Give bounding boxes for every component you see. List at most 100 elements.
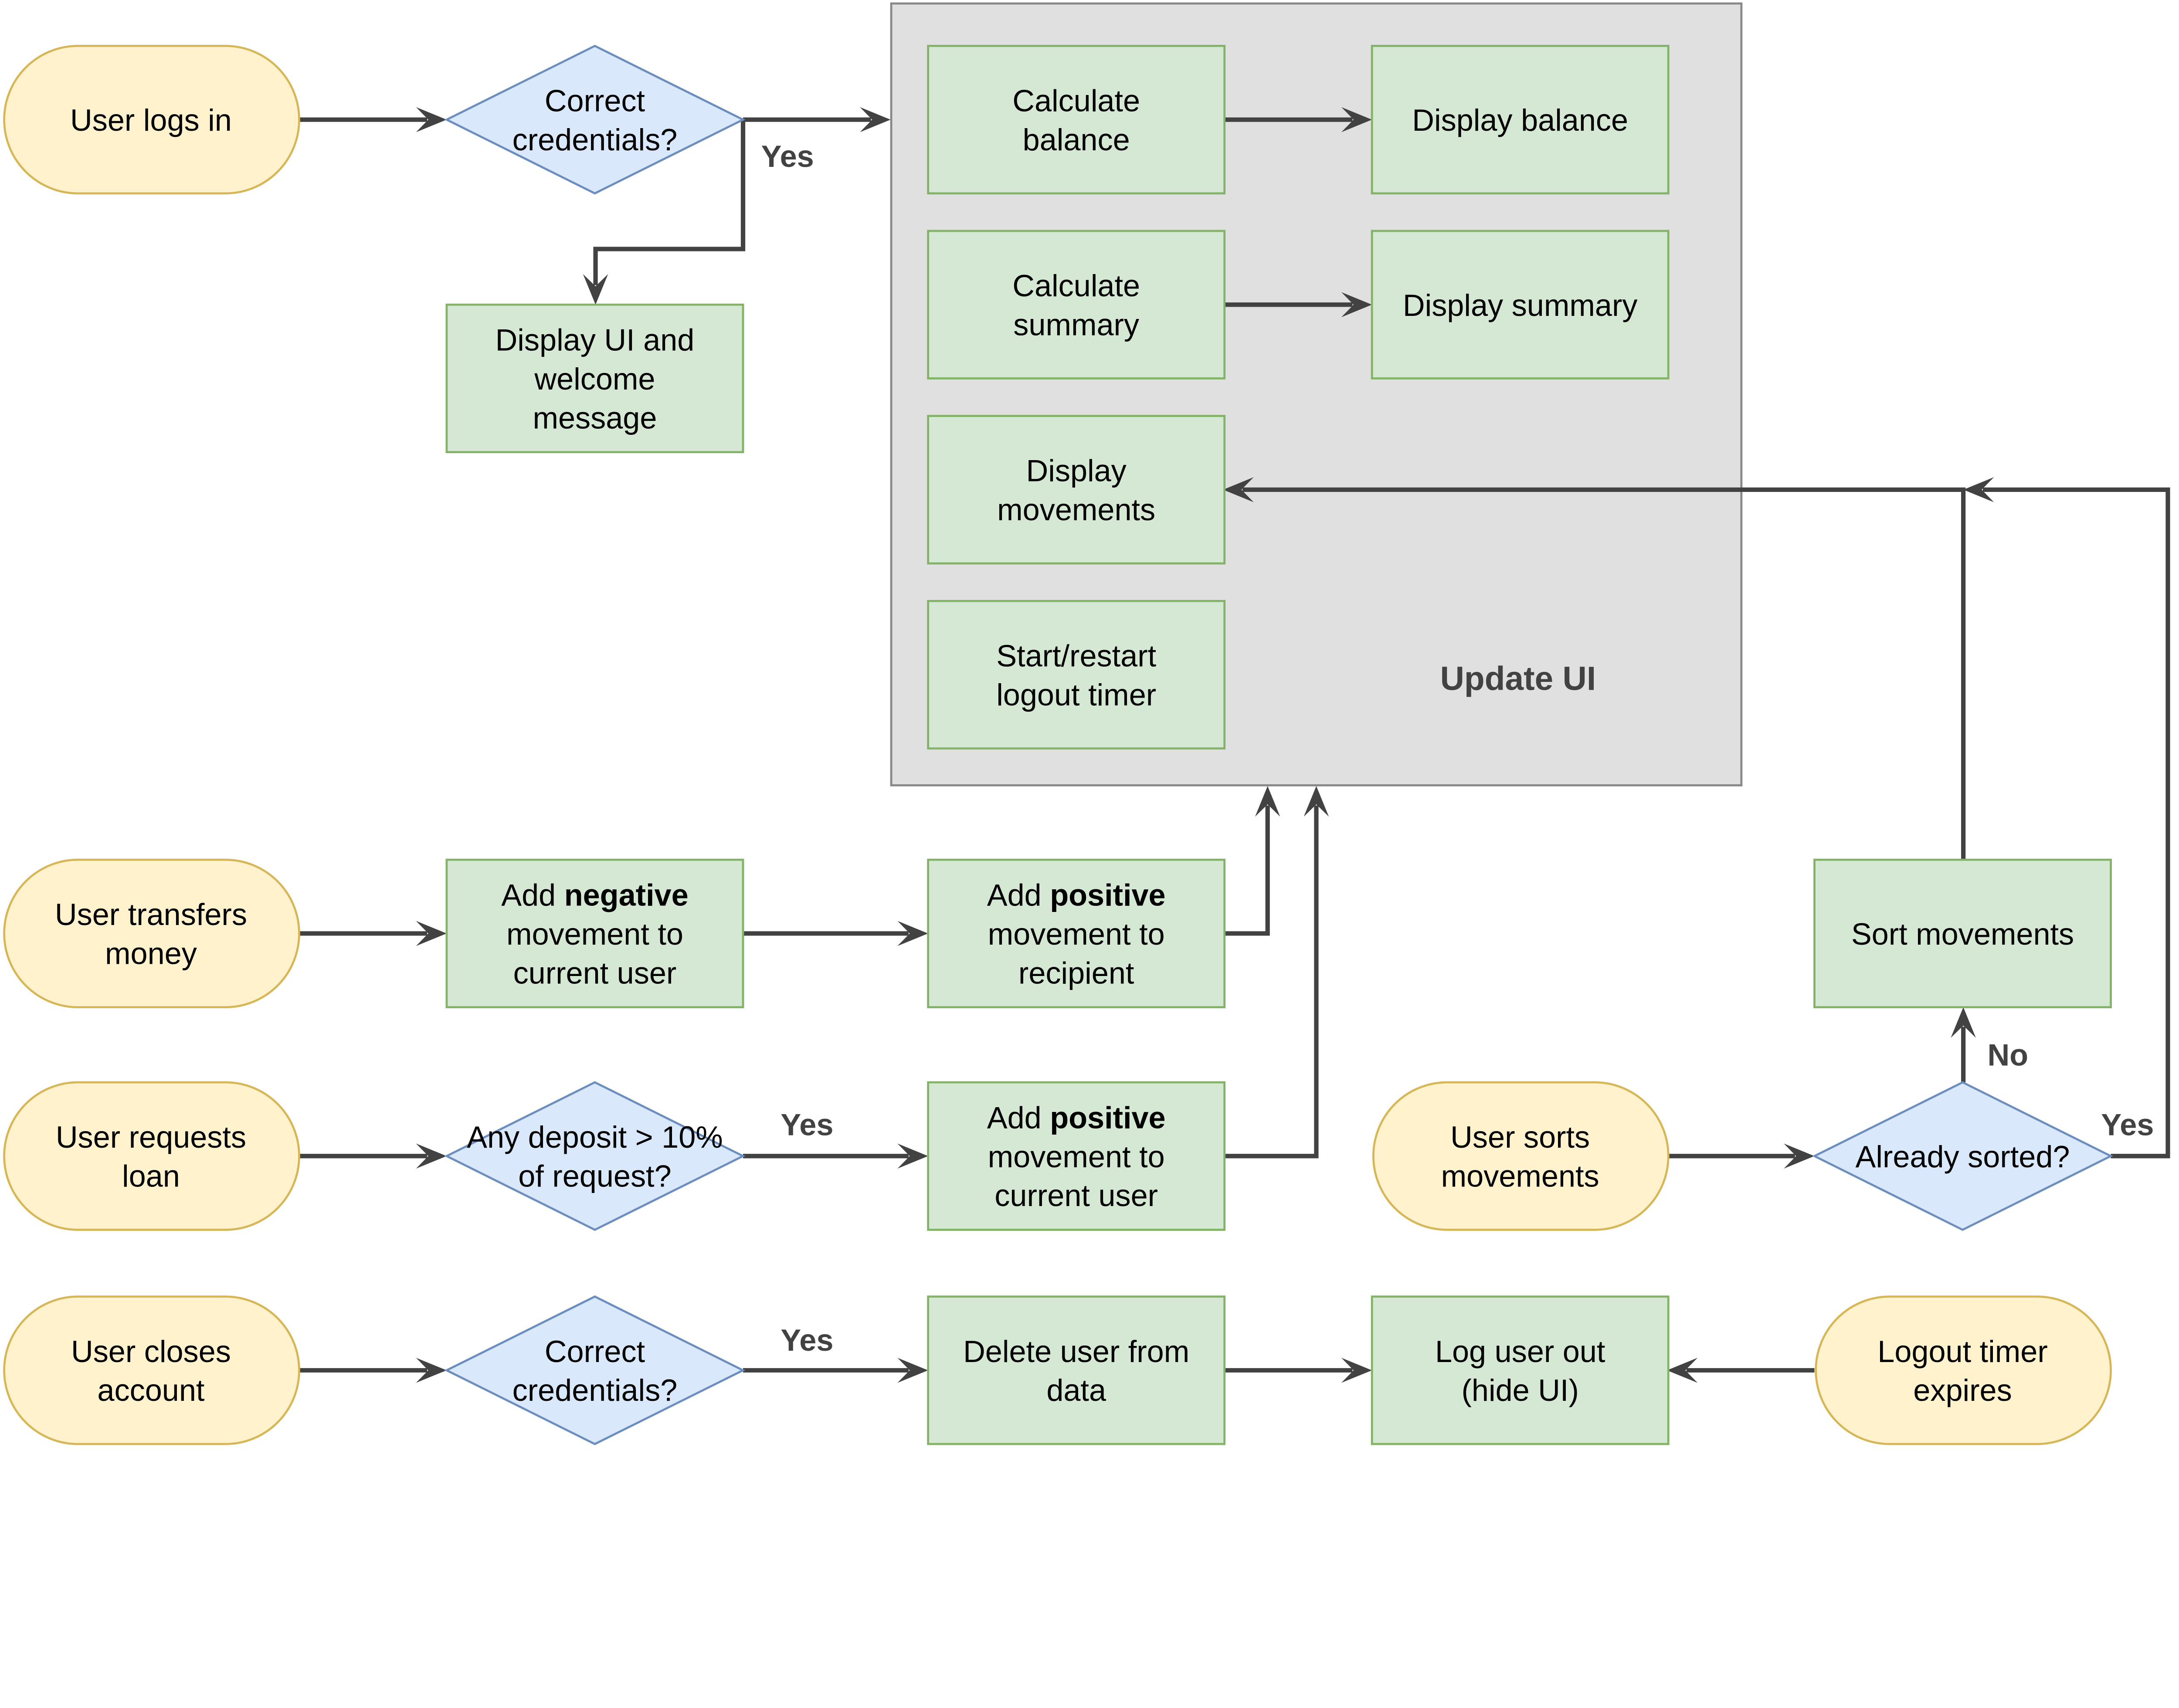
- node-label-line: logout timer: [996, 678, 1156, 712]
- process-shape: [445, 303, 744, 454]
- edge-login-to-credentials: [299, 107, 447, 132]
- node-user-closes-account[interactable]: User closes account: [3, 1295, 300, 1445]
- process-shape: [1371, 230, 1670, 380]
- node-label-line: current user: [994, 1178, 1158, 1213]
- node-correct-credentials-close[interactable]: Correct credentials?: [444, 1295, 746, 1445]
- node-label-line: Log user out: [1435, 1334, 1605, 1369]
- terminator-shape: [3, 1295, 300, 1445]
- edge-calc-summary-to-display: [1223, 292, 1372, 317]
- node-label-line: movements: [1441, 1159, 1599, 1193]
- arrowhead-icon: [1951, 1007, 1976, 1038]
- edge-line: [1223, 805, 1319, 1159]
- node-label-line: credentials?: [513, 1373, 678, 1407]
- arrowhead-icon: [1223, 477, 1254, 502]
- process-shape: [1371, 44, 1670, 195]
- node-label-line: movement to: [506, 917, 683, 951]
- node-label-line: (hide UI): [1462, 1373, 1579, 1407]
- edge-line: [593, 119, 746, 285]
- node-label-line: Display balance: [1412, 103, 1628, 137]
- node-label-line: Add: [987, 878, 1050, 912]
- edge-credentials-close-to-delete: [743, 1358, 928, 1383]
- node-display-summary[interactable]: Display summary: [1371, 230, 1670, 380]
- node-label-line: welcome: [534, 362, 655, 396]
- process-shape: [927, 858, 1226, 1009]
- node-label-line: account: [97, 1373, 204, 1407]
- node-display-balance[interactable]: Display balance: [1371, 44, 1670, 195]
- node-label-line: movement to: [988, 1139, 1165, 1174]
- node-label-line: User logs in: [70, 103, 232, 137]
- edge-delete-to-logout: [1223, 1358, 1372, 1383]
- node-label-line: money: [105, 936, 197, 971]
- process-shape: [927, 415, 1226, 565]
- node-label-line: current user: [513, 956, 677, 990]
- node-start-logout-timer[interactable]: Start/restart logout timer: [927, 600, 1226, 750]
- node-already-sorted[interactable]: Already sorted?: [1812, 1081, 2113, 1231]
- decision-shape: [444, 1295, 746, 1445]
- node-label: Sort movements: [1851, 917, 2074, 951]
- edge-sorted-no-to-sort: [1951, 1007, 1976, 1083]
- edge-sort-to-display-movements: [1223, 477, 1966, 860]
- node-log-user-out[interactable]: Log user out (hide UI): [1371, 1295, 1670, 1445]
- node-any-deposit[interactable]: Any deposit > 10%of request?: [444, 1081, 746, 1231]
- node-label-line: message: [533, 400, 657, 435]
- edge-label: No: [1987, 1038, 2028, 1072]
- update-ui-title: Update UI: [1440, 661, 1596, 698]
- node-label-line: Start/restart: [996, 638, 1156, 673]
- edge-label: Yes: [761, 139, 814, 173]
- edge-timer-to-logout: [1667, 1358, 1815, 1383]
- node-label-line: Calculate: [1012, 83, 1140, 118]
- edge-credentials-to-display-ui: [583, 119, 746, 305]
- edge-negative-to-positive-recipient: [743, 921, 928, 946]
- node-label: User logs in: [70, 103, 232, 137]
- edge-label: Yes: [781, 1107, 833, 1142]
- arrowhead-icon: [1784, 1143, 1815, 1169]
- edge-user-sorts-to-already-sorted: [1667, 1143, 1815, 1169]
- node-sort-movements[interactable]: Sort movements: [1813, 858, 2112, 1009]
- node-label: Display summary: [1403, 288, 1638, 322]
- node-label: Already sorted?: [1856, 1139, 2070, 1174]
- node-label-line: User requests: [56, 1120, 246, 1154]
- edge-any-deposit-to-positive-current: [743, 1143, 928, 1169]
- node-user-logs-in[interactable]: User logs in: [3, 44, 300, 195]
- edge-line: [1223, 805, 1270, 936]
- node-label-line: expires: [1913, 1373, 2012, 1407]
- node-label-line: Correct: [545, 1334, 645, 1369]
- node-label-line: Display summary: [1403, 288, 1638, 322]
- node-label-line: Already sorted?: [1856, 1139, 2070, 1174]
- node-label-line: movement to: [988, 917, 1165, 951]
- node-label-line: credentials?: [513, 122, 678, 157]
- arrowhead-icon: [1667, 1358, 1698, 1383]
- node-label-line: User closes: [71, 1334, 231, 1369]
- process-shape: [927, 1081, 1226, 1231]
- node-label-line: summary: [1013, 307, 1139, 342]
- node-label: Start/restart logout timer: [996, 638, 1156, 712]
- arrowhead-icon: [1963, 477, 1994, 502]
- node-label-bold: positive: [1050, 878, 1165, 912]
- edge-loan-to-any-deposit: [299, 1143, 447, 1169]
- edge-transfer-to-negative: [299, 921, 447, 946]
- terminator-shape: [1372, 1081, 1670, 1231]
- arrowhead-icon: [1303, 786, 1329, 817]
- edge-positive-recipient-to-update-ui: [1223, 786, 1280, 936]
